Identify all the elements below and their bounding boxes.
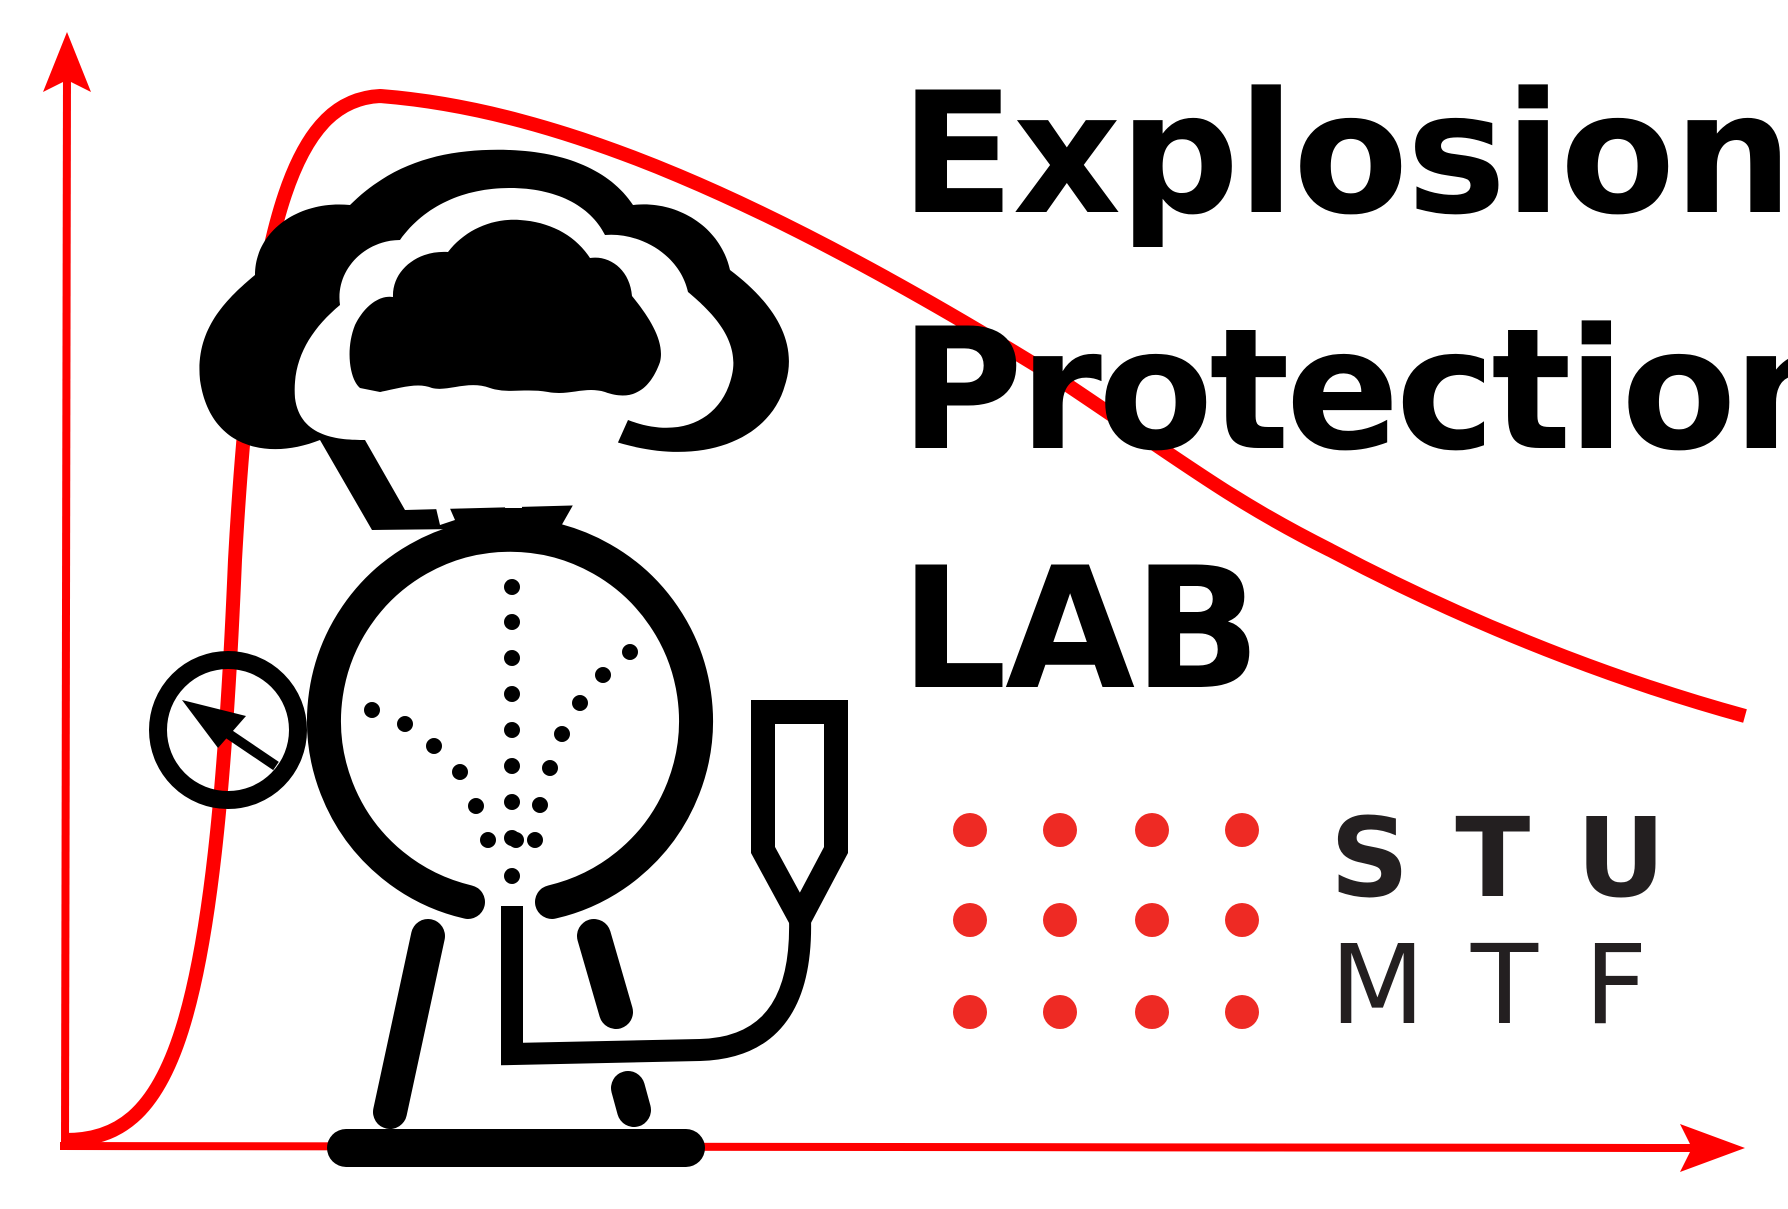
- x-axis: [59, 1142, 1701, 1152]
- dot-grid-icon: [953, 813, 1259, 1029]
- cloud-stem-left: [420, 440, 455, 525]
- cloud-core: [349, 219, 661, 396]
- pressure-gauge-icon: [149, 651, 307, 809]
- electrode-body: [751, 700, 848, 944]
- cloud-stem-right: [580, 452, 612, 528]
- y-axis: [61, 69, 71, 1151]
- org-line-stu: STU: [1330, 794, 1712, 922]
- stand-foot: [611, 1071, 651, 1127]
- dust-dispersion-sphere-icon: [307, 517, 713, 919]
- explosion-cloud-icon: [199, 149, 789, 530]
- y-axis-arrow-icon: [43, 32, 91, 92]
- ignition-electrode-icon: [501, 700, 848, 1066]
- title-line-explosion: Explosion: [900, 56, 1788, 252]
- cloud-stem-center: [505, 432, 522, 508]
- title-line-protection: Protection: [900, 292, 1788, 488]
- gauge-needle-tip: [182, 700, 246, 748]
- dispersion-dots: [364, 579, 638, 884]
- gauge-dial: [149, 651, 307, 809]
- sphere-ring: [307, 517, 713, 919]
- apparatus-stand: [327, 919, 705, 1167]
- x-axis-arrow-icon: [1680, 1124, 1745, 1172]
- stand-leg-left: [373, 919, 445, 1129]
- pressure-curve: [64, 88, 1747, 1147]
- electrode-cable: [501, 906, 812, 1066]
- title-line-lab: LAB: [900, 531, 1261, 727]
- stand-leg-right: [577, 919, 633, 1029]
- org-line-mtf: MTF: [1330, 921, 1694, 1049]
